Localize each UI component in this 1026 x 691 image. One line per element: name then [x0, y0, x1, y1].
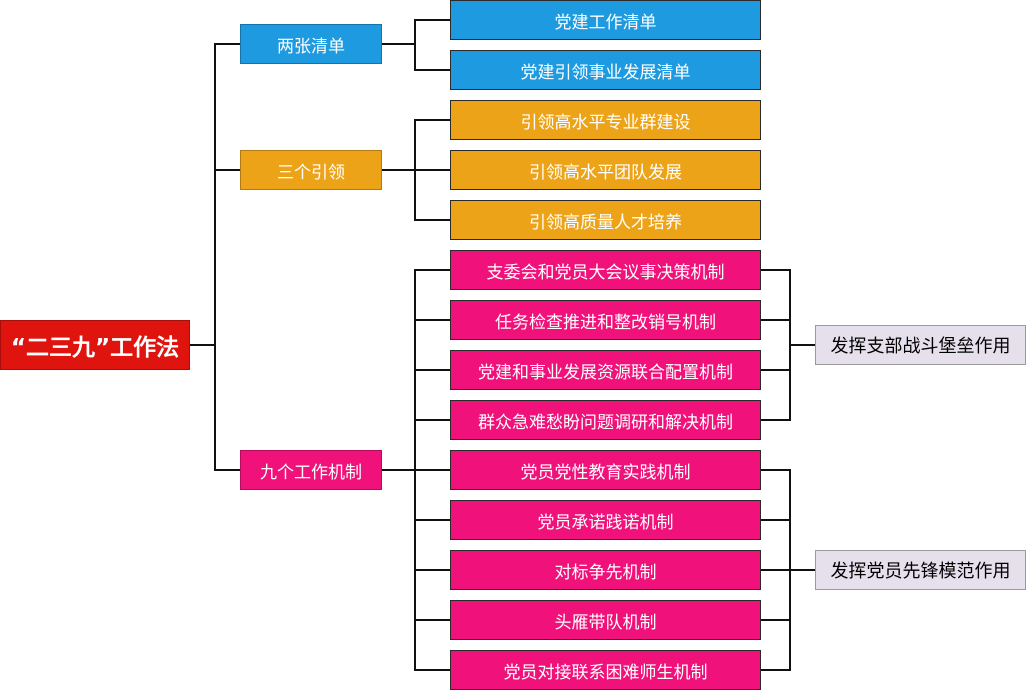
leaf-mechanism-contact: 党员对接联系困难师生机制 — [450, 650, 761, 690]
leaf-mechanism-decision: 支委会和党员大会议事决策机制 — [450, 250, 761, 290]
leaf-party-work-list: 党建工作清单 — [450, 0, 761, 40]
leaf-mechanism-public-issues: 群众急难愁盼问题调研和解决机制 — [450, 400, 761, 440]
leaf-mechanism-resources: 党建和事业发展资源联合配置机制 — [450, 350, 761, 390]
category-two-lists: 两张清单 — [240, 24, 382, 64]
leaf-mechanism-inspection: 任务检查推进和整改销号机制 — [450, 300, 761, 340]
root-node: “二三九”工作法 — [0, 320, 190, 370]
leaf-development-list: 党建引领事业发展清单 — [450, 50, 761, 90]
category-three-leads: 三个引领 — [240, 150, 382, 190]
leaf-mechanism-leader: 头雁带队机制 — [450, 600, 761, 640]
category-nine-mechanisms: 九个工作机制 — [240, 450, 382, 490]
leaf-lead-team-development: 引领高水平团队发展 — [450, 150, 761, 190]
outcome-branch-fortress: 发挥支部战斗堡垒作用 — [815, 325, 1026, 365]
leaf-mechanism-pledge: 党员承诺践诺机制 — [450, 500, 761, 540]
outcome-member-vanguard: 发挥党员先锋模范作用 — [815, 550, 1026, 590]
leaf-lead-talent-training: 引领高质量人才培养 — [450, 200, 761, 240]
leaf-mechanism-benchmark: 对标争先机制 — [450, 550, 761, 590]
leaf-mechanism-education: 党员党性教育实践机制 — [450, 450, 761, 490]
leaf-lead-specialty-groups: 引领高水平专业群建设 — [450, 100, 761, 140]
